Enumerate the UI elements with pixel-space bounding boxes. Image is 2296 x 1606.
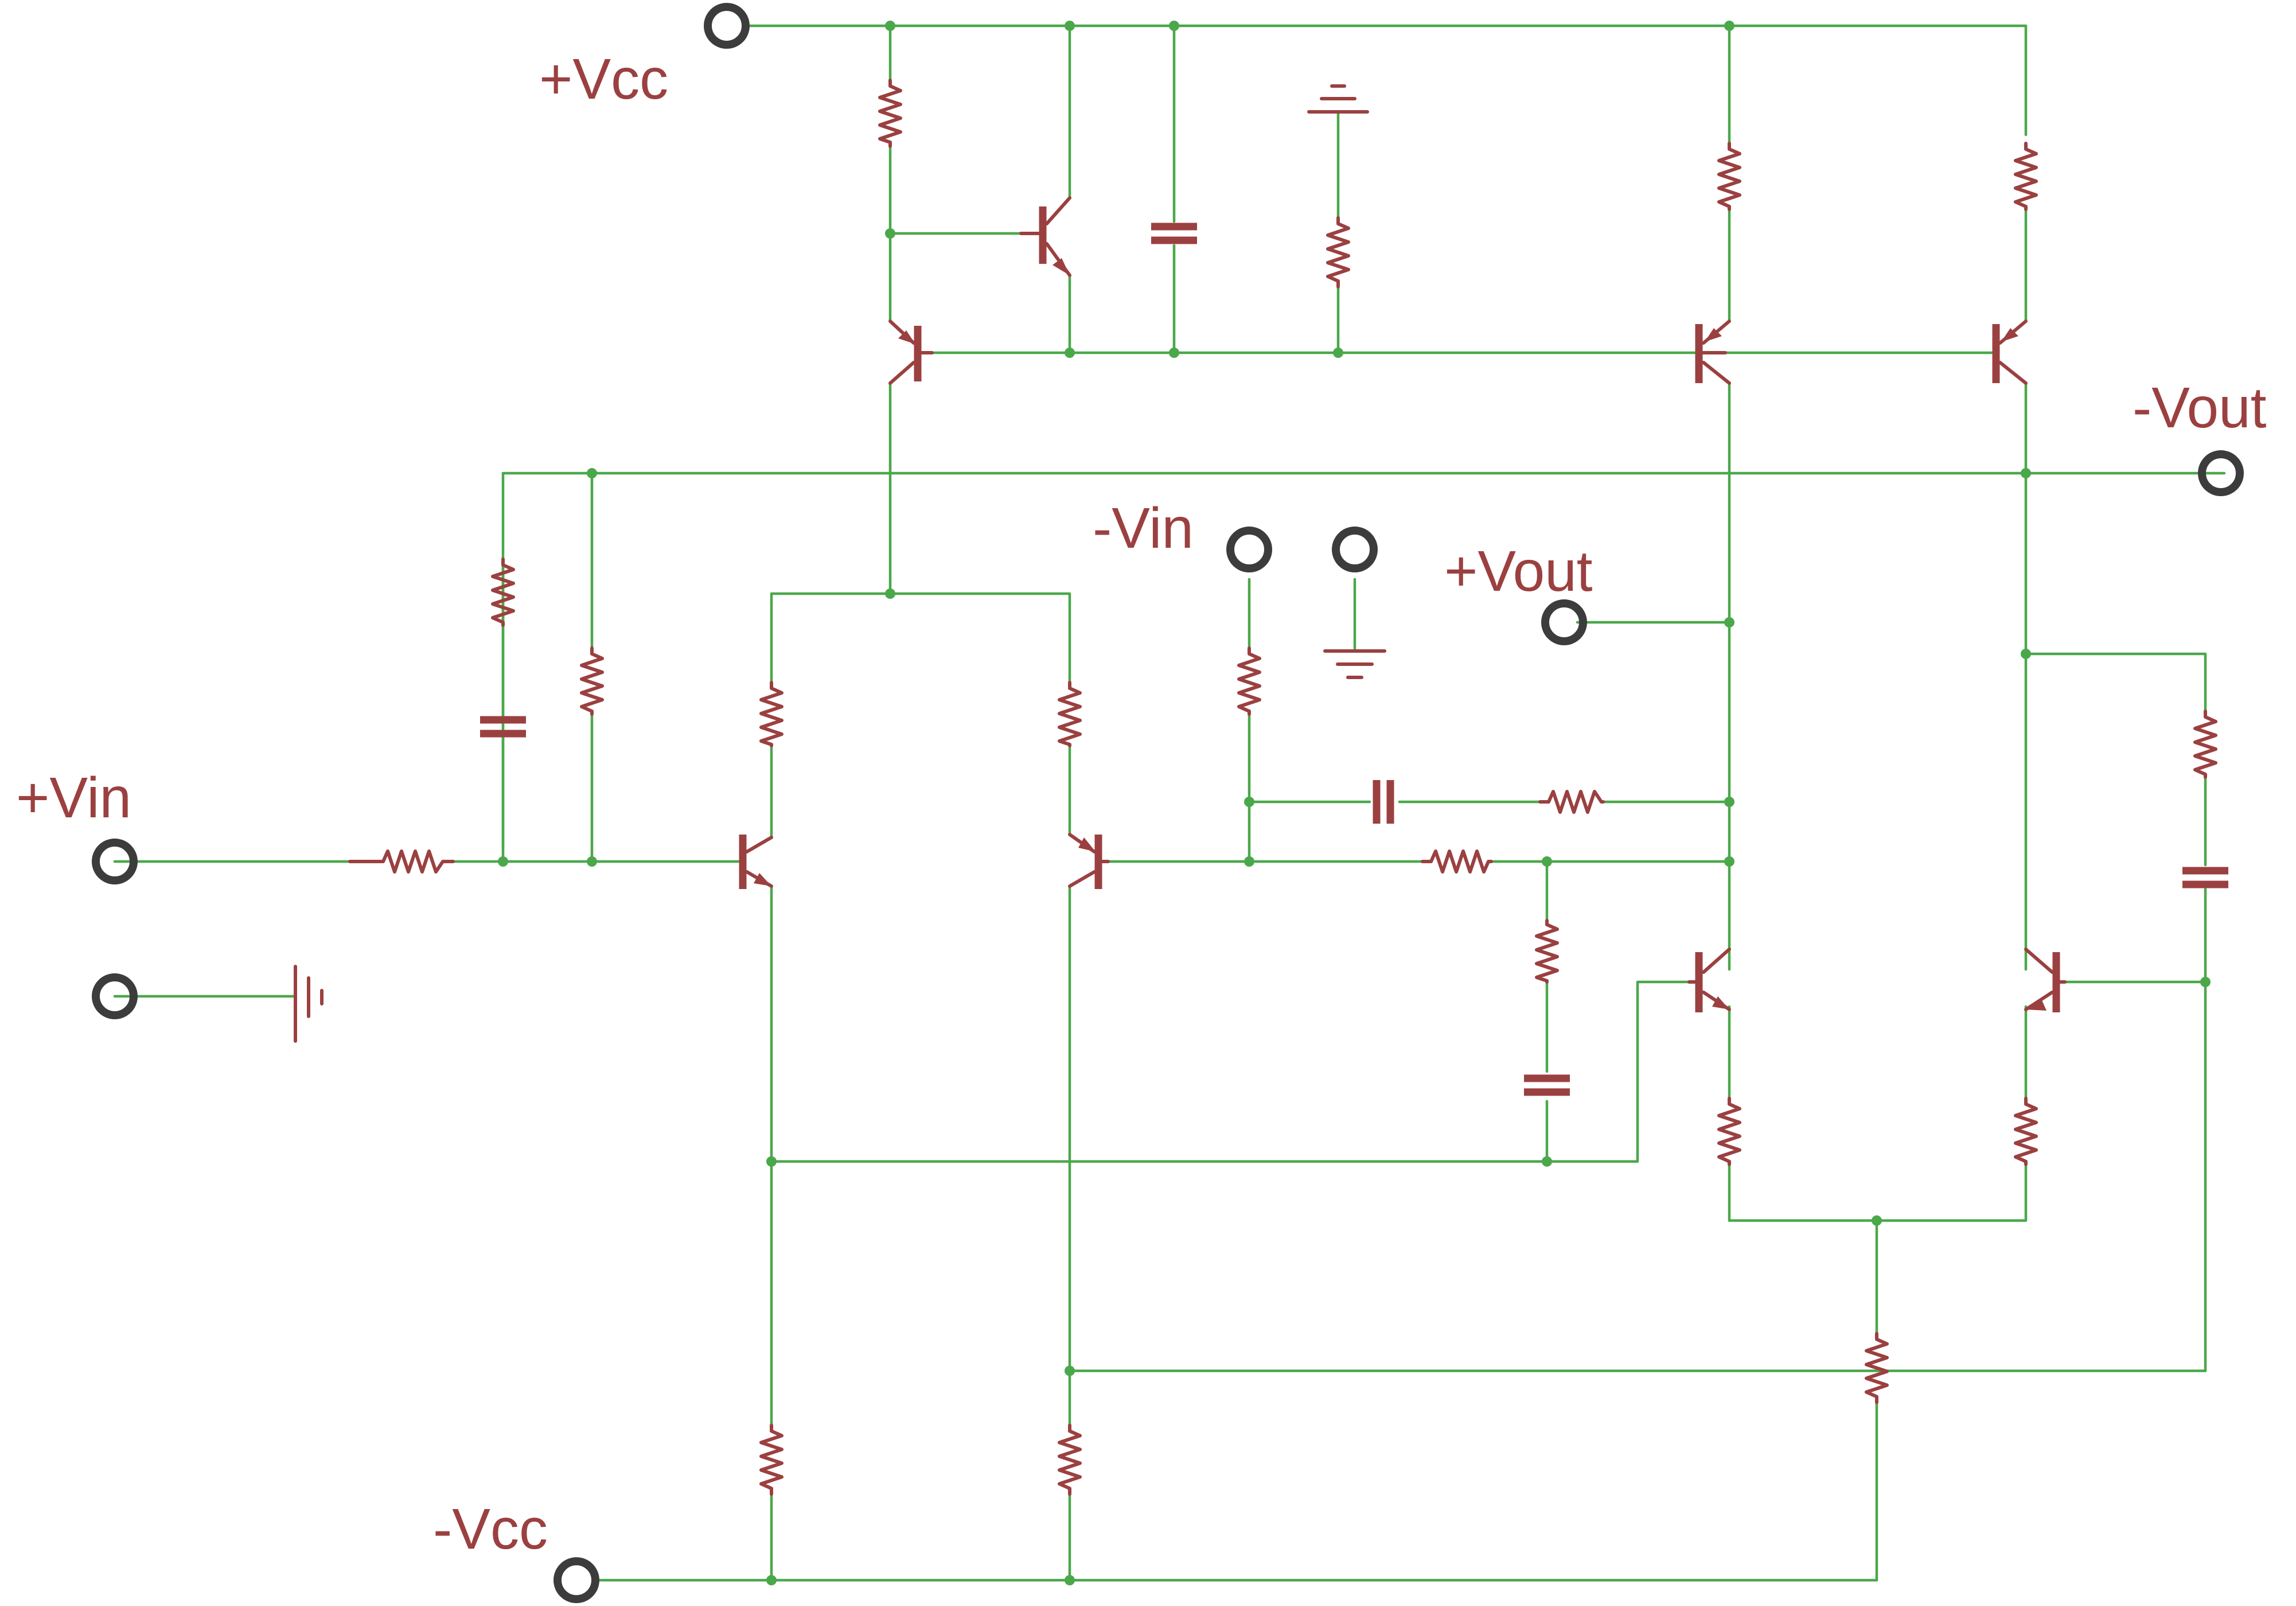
transistors: [739, 196, 2067, 1012]
transistor-q7: [1068, 833, 1110, 889]
resistor-r15: [1717, 1097, 1741, 1166]
junction-dot: [1542, 856, 1552, 867]
resistors: [348, 79, 2217, 1496]
junction-dot: [885, 588, 895, 599]
transistor-q6: [739, 835, 773, 889]
wire: [770, 592, 1071, 684]
ground-symbol: [1307, 84, 1369, 114]
junction-dot: [1169, 21, 1179, 31]
junction-dot: [885, 228, 895, 239]
ground-symbol: [294, 965, 323, 1043]
wire: [1728, 1163, 2028, 1222]
label-vout-positive: +Vout: [1444, 539, 1593, 603]
resistor-r18: [1058, 1424, 1082, 1496]
transistor-q2: [1019, 196, 1071, 277]
junction-dot: [1244, 797, 1254, 807]
terminal-vout-positive: [1541, 599, 1587, 645]
resistor-r4: [2014, 142, 2038, 211]
capacitor-c4: [1524, 1074, 1570, 1096]
capacitors: [480, 223, 2228, 1096]
junction-dot: [1724, 21, 1734, 31]
resistor-r10: [2193, 710, 2217, 779]
capacitor-c1: [1151, 223, 1197, 244]
terminal-vcc-negative: [553, 1557, 599, 1603]
junction-dot: [587, 468, 597, 478]
capacitor-c2: [480, 716, 526, 738]
resistor-r11: [348, 849, 455, 874]
label-vin-positive: +Vin: [16, 766, 131, 830]
resistor-r7: [759, 681, 783, 747]
terminals: [92, 3, 2244, 1603]
junction-dots: [498, 21, 2211, 1585]
junction-dot: [885, 21, 895, 31]
label-vcc-negative: -Vcc: [433, 1497, 548, 1561]
junction-dot: [1065, 1575, 1075, 1585]
junction-dot: [1724, 797, 1734, 807]
resistor-r6: [580, 646, 604, 716]
ground-symbols: [294, 84, 1386, 1043]
junction-dot: [498, 856, 508, 867]
resistor-r14: [1535, 919, 1559, 984]
ground-symbol: [1323, 649, 1386, 679]
junction-dot: [1542, 1156, 1552, 1167]
junction-dot: [1065, 1366, 1075, 1376]
junction-dot: [1724, 856, 1734, 867]
junction-dot: [2021, 649, 2031, 659]
vcc-positive-rail: [748, 24, 2028, 137]
junction-dot: [1169, 348, 1179, 358]
junction-dot: [2021, 468, 2031, 478]
resistor-r1: [878, 79, 902, 148]
resistor-r17: [759, 1424, 783, 1496]
terminal-vout-negative: [2198, 450, 2244, 496]
junction-dot: [1244, 856, 1254, 867]
resistor-r16: [2014, 1097, 2038, 1166]
labels: +Vcc -Vout -Vin +Vout +Vin -Vcc: [16, 47, 2267, 1561]
resistor-r5: [491, 558, 515, 627]
wires: [113, 24, 2226, 1582]
capacitor-c5: [2182, 867, 2228, 888]
capacitor-c3: [1373, 780, 1394, 824]
junction-dot: [766, 1575, 777, 1585]
label-vout-negative: -Vout: [2133, 376, 2267, 440]
terminal-vin-negative: [1226, 527, 1272, 572]
transistor-q5: [1992, 319, 2028, 385]
wire: [2024, 652, 2207, 713]
resistor-r12: [1538, 790, 1605, 814]
resistor-r13: [1421, 849, 1493, 874]
terminal-ground: [1332, 527, 1378, 572]
resistor-r3: [1717, 142, 1741, 211]
resistor-r2: [1326, 216, 1350, 289]
junction-dot: [2200, 977, 2211, 987]
transistor-q1: [888, 319, 934, 385]
resistor-r8: [1058, 681, 1082, 747]
junction-dot: [1724, 617, 1734, 627]
potentiometer: [1865, 1332, 1889, 1404]
transistor-q4: [1695, 319, 1731, 385]
junction-dot: [587, 856, 597, 867]
junction-dot: [1872, 1215, 1882, 1226]
terminal-vin-positive: [92, 839, 138, 884]
wire: [770, 980, 1691, 1163]
junction-dot: [1065, 21, 1075, 31]
terminal-vcc-positive: [704, 3, 750, 49]
transistor-q9: [2024, 948, 2067, 1012]
resistor-r9: [1237, 646, 1261, 716]
label-vcc-positive: +Vcc: [539, 47, 668, 111]
junction-dot: [1333, 348, 1343, 358]
terminal-ground-input: [92, 973, 138, 1019]
junction-dot: [1065, 348, 1075, 358]
transistor-q8: [1687, 948, 1731, 1012]
wire: [501, 471, 2226, 851]
label-vin-negative: -Vin: [1093, 496, 1194, 560]
junction-dot: [766, 1156, 777, 1167]
